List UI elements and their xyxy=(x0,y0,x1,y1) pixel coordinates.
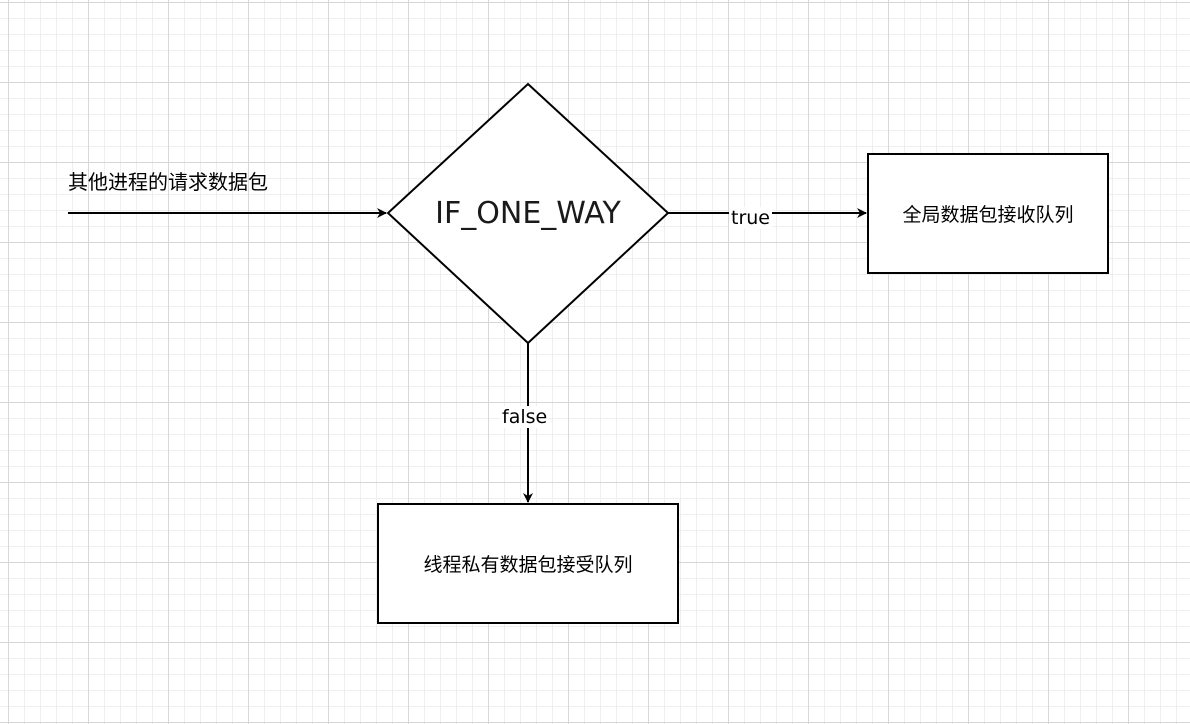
thread-private-queue-box: 线程私有数据包接受队列 xyxy=(377,503,679,624)
global-queue-box: 全局数据包接收队列 xyxy=(867,153,1109,274)
true-edge-label: true xyxy=(729,207,772,229)
thread-private-queue-label: 线程私有数据包接受队列 xyxy=(423,554,633,576)
false-edge-label: false xyxy=(500,406,550,428)
decision-label: IF_ONE_WAY xyxy=(435,196,621,231)
global-queue-label: 全局数据包接收队列 xyxy=(902,204,1074,226)
source-label: 其他进程的请求数据包 xyxy=(68,170,268,194)
